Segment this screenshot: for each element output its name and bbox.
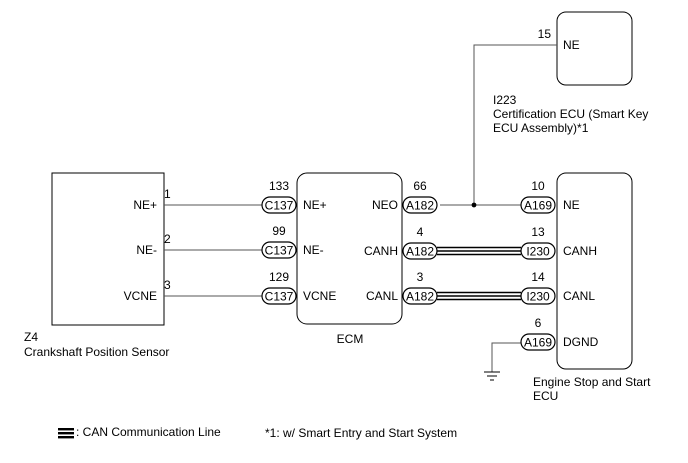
sensor-pin-number-2: 2 xyxy=(164,232,171,246)
cert-ecu-box xyxy=(556,11,633,86)
ecm-pin-number-3: 3 xyxy=(417,270,424,284)
ecm-pin-ne-plus: NE+ xyxy=(303,198,327,212)
svg-text:C137: C137 xyxy=(265,244,294,258)
ecm-pin-number-4: 4 xyxy=(417,225,424,239)
can-line-legend-label: : CAN Communication Line xyxy=(76,425,221,439)
cert-ecu-pin-ne: NE xyxy=(563,38,580,52)
can-bus-canh xyxy=(437,246,521,256)
ecm-pin-number-99: 99 xyxy=(272,224,286,238)
ecm-box xyxy=(296,172,403,325)
connector-i230-1: I230 xyxy=(520,242,556,260)
svg-text:A169: A169 xyxy=(524,336,552,350)
stop-start-pin-number-10: 10 xyxy=(531,179,545,193)
sensor-pin-ne-minus: NE- xyxy=(136,243,157,257)
stop-start-pin-dgnd: DGND xyxy=(563,335,599,349)
connector-a169-1: A169 xyxy=(520,196,556,214)
svg-text:C137: C137 xyxy=(265,199,294,213)
ecm-pin-neo: NEO xyxy=(372,198,398,212)
footnote: *1: w/ Smart Entry and Start System xyxy=(265,426,457,440)
stop-start-ecu-box xyxy=(556,172,633,370)
sensor-pin-vcne: VCNE xyxy=(124,289,157,303)
stop-start-pin-number-13: 13 xyxy=(531,225,545,239)
ecm-pin-number-129: 129 xyxy=(269,270,289,284)
stop-start-pin-number-6: 6 xyxy=(535,316,542,330)
sensor-name: Crankshaft Position Sensor xyxy=(24,345,169,359)
cert-ecu-code: I223 xyxy=(493,93,517,107)
ecm-pin-canl: CANL xyxy=(366,289,398,303)
stop-start-name-line1: Engine Stop and Start xyxy=(533,375,651,389)
stop-start-name-line2: ECU xyxy=(533,389,558,403)
stop-start-pin-number-14: 14 xyxy=(531,270,545,284)
connector-i230-2: I230 xyxy=(520,287,556,305)
sensor-pin-number-1: 1 xyxy=(164,187,171,201)
cert-ecu-name-line1: Certification ECU (Smart Key xyxy=(493,107,648,121)
ecm-name: ECM xyxy=(337,332,364,346)
svg-text:A182: A182 xyxy=(406,290,434,304)
sensor-pin-ne-plus: NE+ xyxy=(133,198,157,212)
ecm-pin-number-66: 66 xyxy=(413,179,427,193)
can-bus-canl xyxy=(437,291,521,301)
svg-text:I230: I230 xyxy=(526,245,550,259)
svg-text:A182: A182 xyxy=(406,245,434,259)
ecm-pin-canh: CANH xyxy=(364,244,398,258)
connector-c137-1: C137 xyxy=(261,196,297,214)
wire-junction xyxy=(471,202,477,208)
connector-c137-3: C137 xyxy=(261,287,297,305)
connector-a182-2: A182 xyxy=(402,242,438,260)
ecm-pin-vcne: VCNE xyxy=(303,289,336,303)
sensor-pin-number-3: 3 xyxy=(164,278,171,292)
stop-start-pin-ne: NE xyxy=(563,198,580,212)
cert-ecu-name-line2: ECU Assembly)*1 xyxy=(493,121,589,135)
connector-a169-2: A169 xyxy=(520,333,556,351)
svg-text:C137: C137 xyxy=(265,290,294,304)
wire-neo-branch xyxy=(473,44,557,205)
connector-a182-1: A182 xyxy=(402,196,438,214)
svg-text:I230: I230 xyxy=(526,290,550,304)
svg-text:A169: A169 xyxy=(524,199,552,213)
svg-text:A182: A182 xyxy=(406,199,434,213)
stop-start-pin-canl: CANL xyxy=(563,289,595,303)
connector-c137-2: C137 xyxy=(261,241,297,259)
ecm-pin-ne-minus: NE- xyxy=(303,243,324,257)
ecm-pin-number-133: 133 xyxy=(269,179,289,193)
connector-a182-3: A182 xyxy=(402,287,438,305)
sensor-box xyxy=(51,172,165,326)
sensor-code: Z4 xyxy=(24,330,38,344)
cert-ecu-pin-number: 15 xyxy=(538,27,552,41)
ground-symbol xyxy=(484,342,521,381)
stop-start-pin-canh: CANH xyxy=(563,244,597,258)
can-line-legend-icon xyxy=(58,428,74,439)
